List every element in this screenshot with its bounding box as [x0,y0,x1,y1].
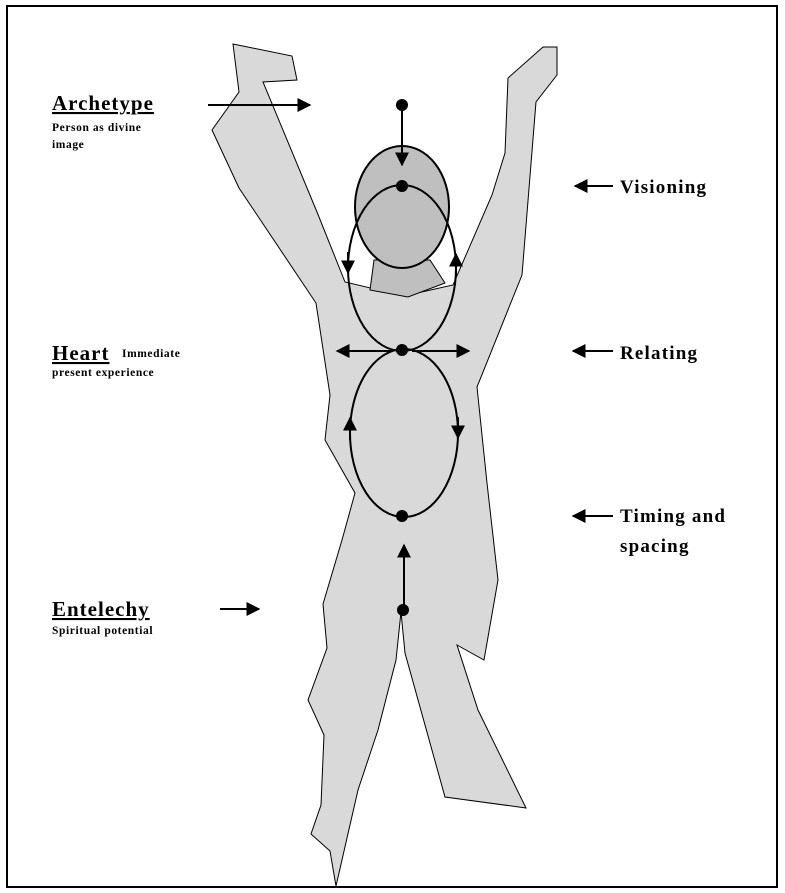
entelechy-subtitle-line-1: Spiritual potential [52,625,153,637]
node-dot-icon [397,604,409,616]
archetype-subtitle-line-1: Person as divine [52,122,141,134]
node-dot-icon [396,510,408,522]
archetype-subtitle-line-2: image [52,139,84,151]
relating-label: Relating [620,343,698,364]
heart-label: Heart Immediate present experience [52,341,180,379]
timing-label-line-2: spacing [620,536,690,557]
heart-title: Heart [52,341,109,365]
visioning-label: Visioning [620,177,707,198]
entelechy-label: Entelechy Spiritual potential [52,597,153,637]
heart-subtitle-line-1: present experience [52,367,154,379]
node-dot-icon [396,180,408,192]
heart-inline-text: Immediate [122,348,180,360]
archetype-title: Archetype [52,91,154,115]
archetype-label: Archetype Person as divine image [52,91,154,151]
entelechy-title: Entelechy [52,597,150,621]
node-dot-icon [396,344,408,356]
timing-label-line-1: Timing and [620,506,726,527]
node-dot-icon [396,99,408,111]
